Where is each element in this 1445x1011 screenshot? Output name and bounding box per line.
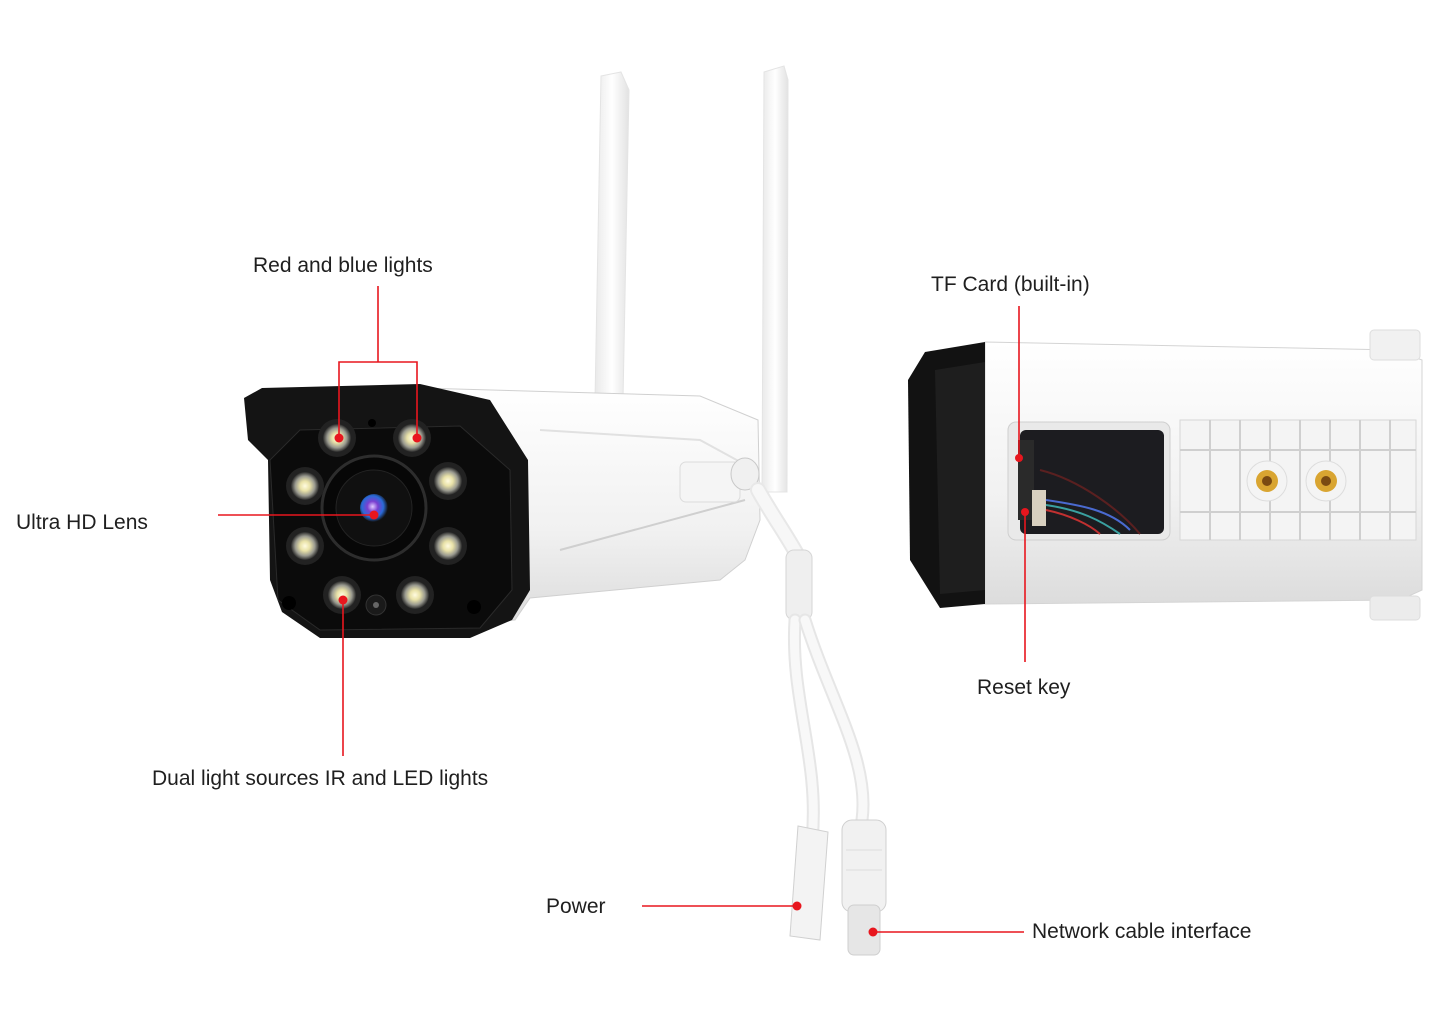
power-connector bbox=[789, 825, 829, 941]
label-red-blue-lights: Red and blue lights bbox=[253, 254, 433, 277]
led-array bbox=[286, 419, 467, 614]
led-light bbox=[429, 462, 467, 500]
label-ultra-hd-lens: Ultra HD Lens bbox=[16, 511, 148, 534]
label-tf-card: TF Card (built-in) bbox=[931, 273, 1090, 296]
label-power: Power bbox=[546, 895, 606, 918]
led-light bbox=[396, 576, 434, 614]
led-light bbox=[286, 527, 324, 565]
antenna-right bbox=[761, 65, 789, 493]
cable-assembly bbox=[750, 482, 870, 847]
camera-bottom-view bbox=[908, 329, 1423, 621]
network-connector bbox=[841, 819, 887, 956]
label-reset-key: Reset key bbox=[977, 676, 1071, 699]
label-network-cable-interface: Network cable interface bbox=[1032, 920, 1252, 943]
led-light bbox=[429, 527, 467, 565]
label-dual-light-sources: Dual light sources IR and LED lights bbox=[152, 767, 489, 790]
led-light bbox=[323, 576, 361, 614]
callout-lines bbox=[218, 286, 1026, 933]
camera-front-face bbox=[244, 384, 530, 638]
led-light bbox=[393, 419, 431, 457]
led-light bbox=[286, 467, 324, 505]
callout-dots bbox=[334, 433, 1029, 937]
antenna-left bbox=[594, 71, 630, 401]
